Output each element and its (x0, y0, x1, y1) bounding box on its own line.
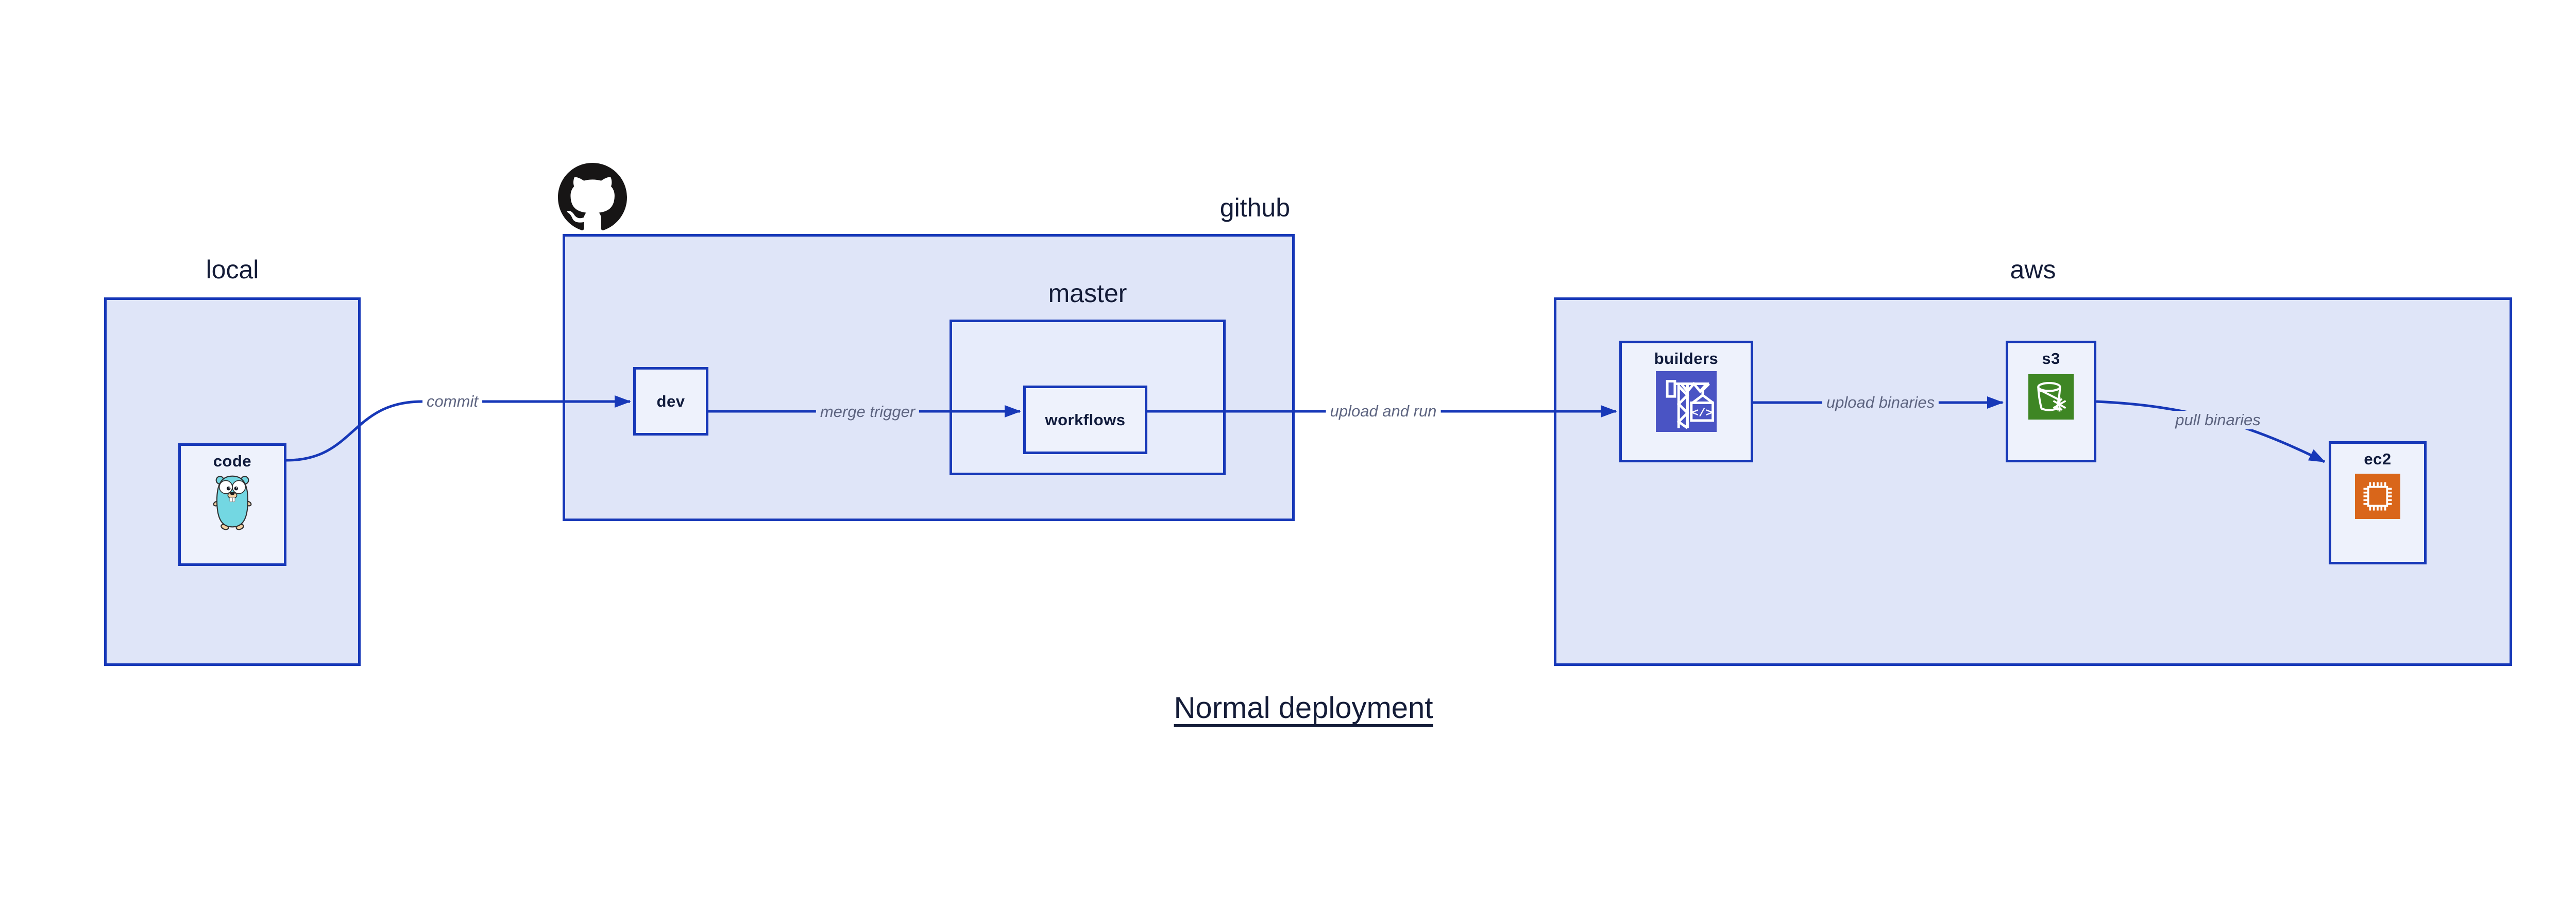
edge-label-upload-binaries: upload binaries (1822, 393, 1939, 412)
github-octocat-icon (558, 163, 627, 235)
edge-label-merge-trigger: merge trigger (816, 403, 920, 421)
ec2-chip-icon (2355, 474, 2400, 519)
node-code: code (178, 443, 286, 566)
svg-text:</>: </> (1692, 407, 1713, 420)
local-container-label: local (206, 255, 259, 284)
diagram-title: Normal deployment (1174, 691, 1433, 725)
node-ec2: ec2 (2329, 441, 2427, 564)
node-s3: s3 (2006, 341, 2096, 462)
node-builders-label: builders (1654, 349, 1719, 368)
edge-label-commit: commit (422, 392, 482, 411)
edge-label-pull-binaries: pull binaries (2171, 411, 2265, 429)
node-s3-label: s3 (2042, 349, 2060, 368)
master-container-label: master (1048, 279, 1127, 308)
edge-label-upload-and-run: upload and run (1326, 402, 1441, 421)
node-dev-label: dev (656, 392, 685, 410)
codebuild-crane-icon: </> (1656, 371, 1717, 432)
go-gopher-icon (211, 473, 253, 530)
aws-container-label: aws (2010, 255, 2056, 284)
node-workflows: workflows (1023, 386, 1147, 454)
github-container-label: github (1219, 193, 1290, 222)
node-code-label: code (213, 452, 252, 470)
node-dev: dev (633, 367, 708, 436)
node-ec2-label: ec2 (2364, 450, 2392, 468)
s3-bucket-icon (2028, 374, 2074, 420)
node-builders: builders </> (1619, 341, 1753, 462)
node-workflows-label: workflows (1045, 410, 1126, 429)
